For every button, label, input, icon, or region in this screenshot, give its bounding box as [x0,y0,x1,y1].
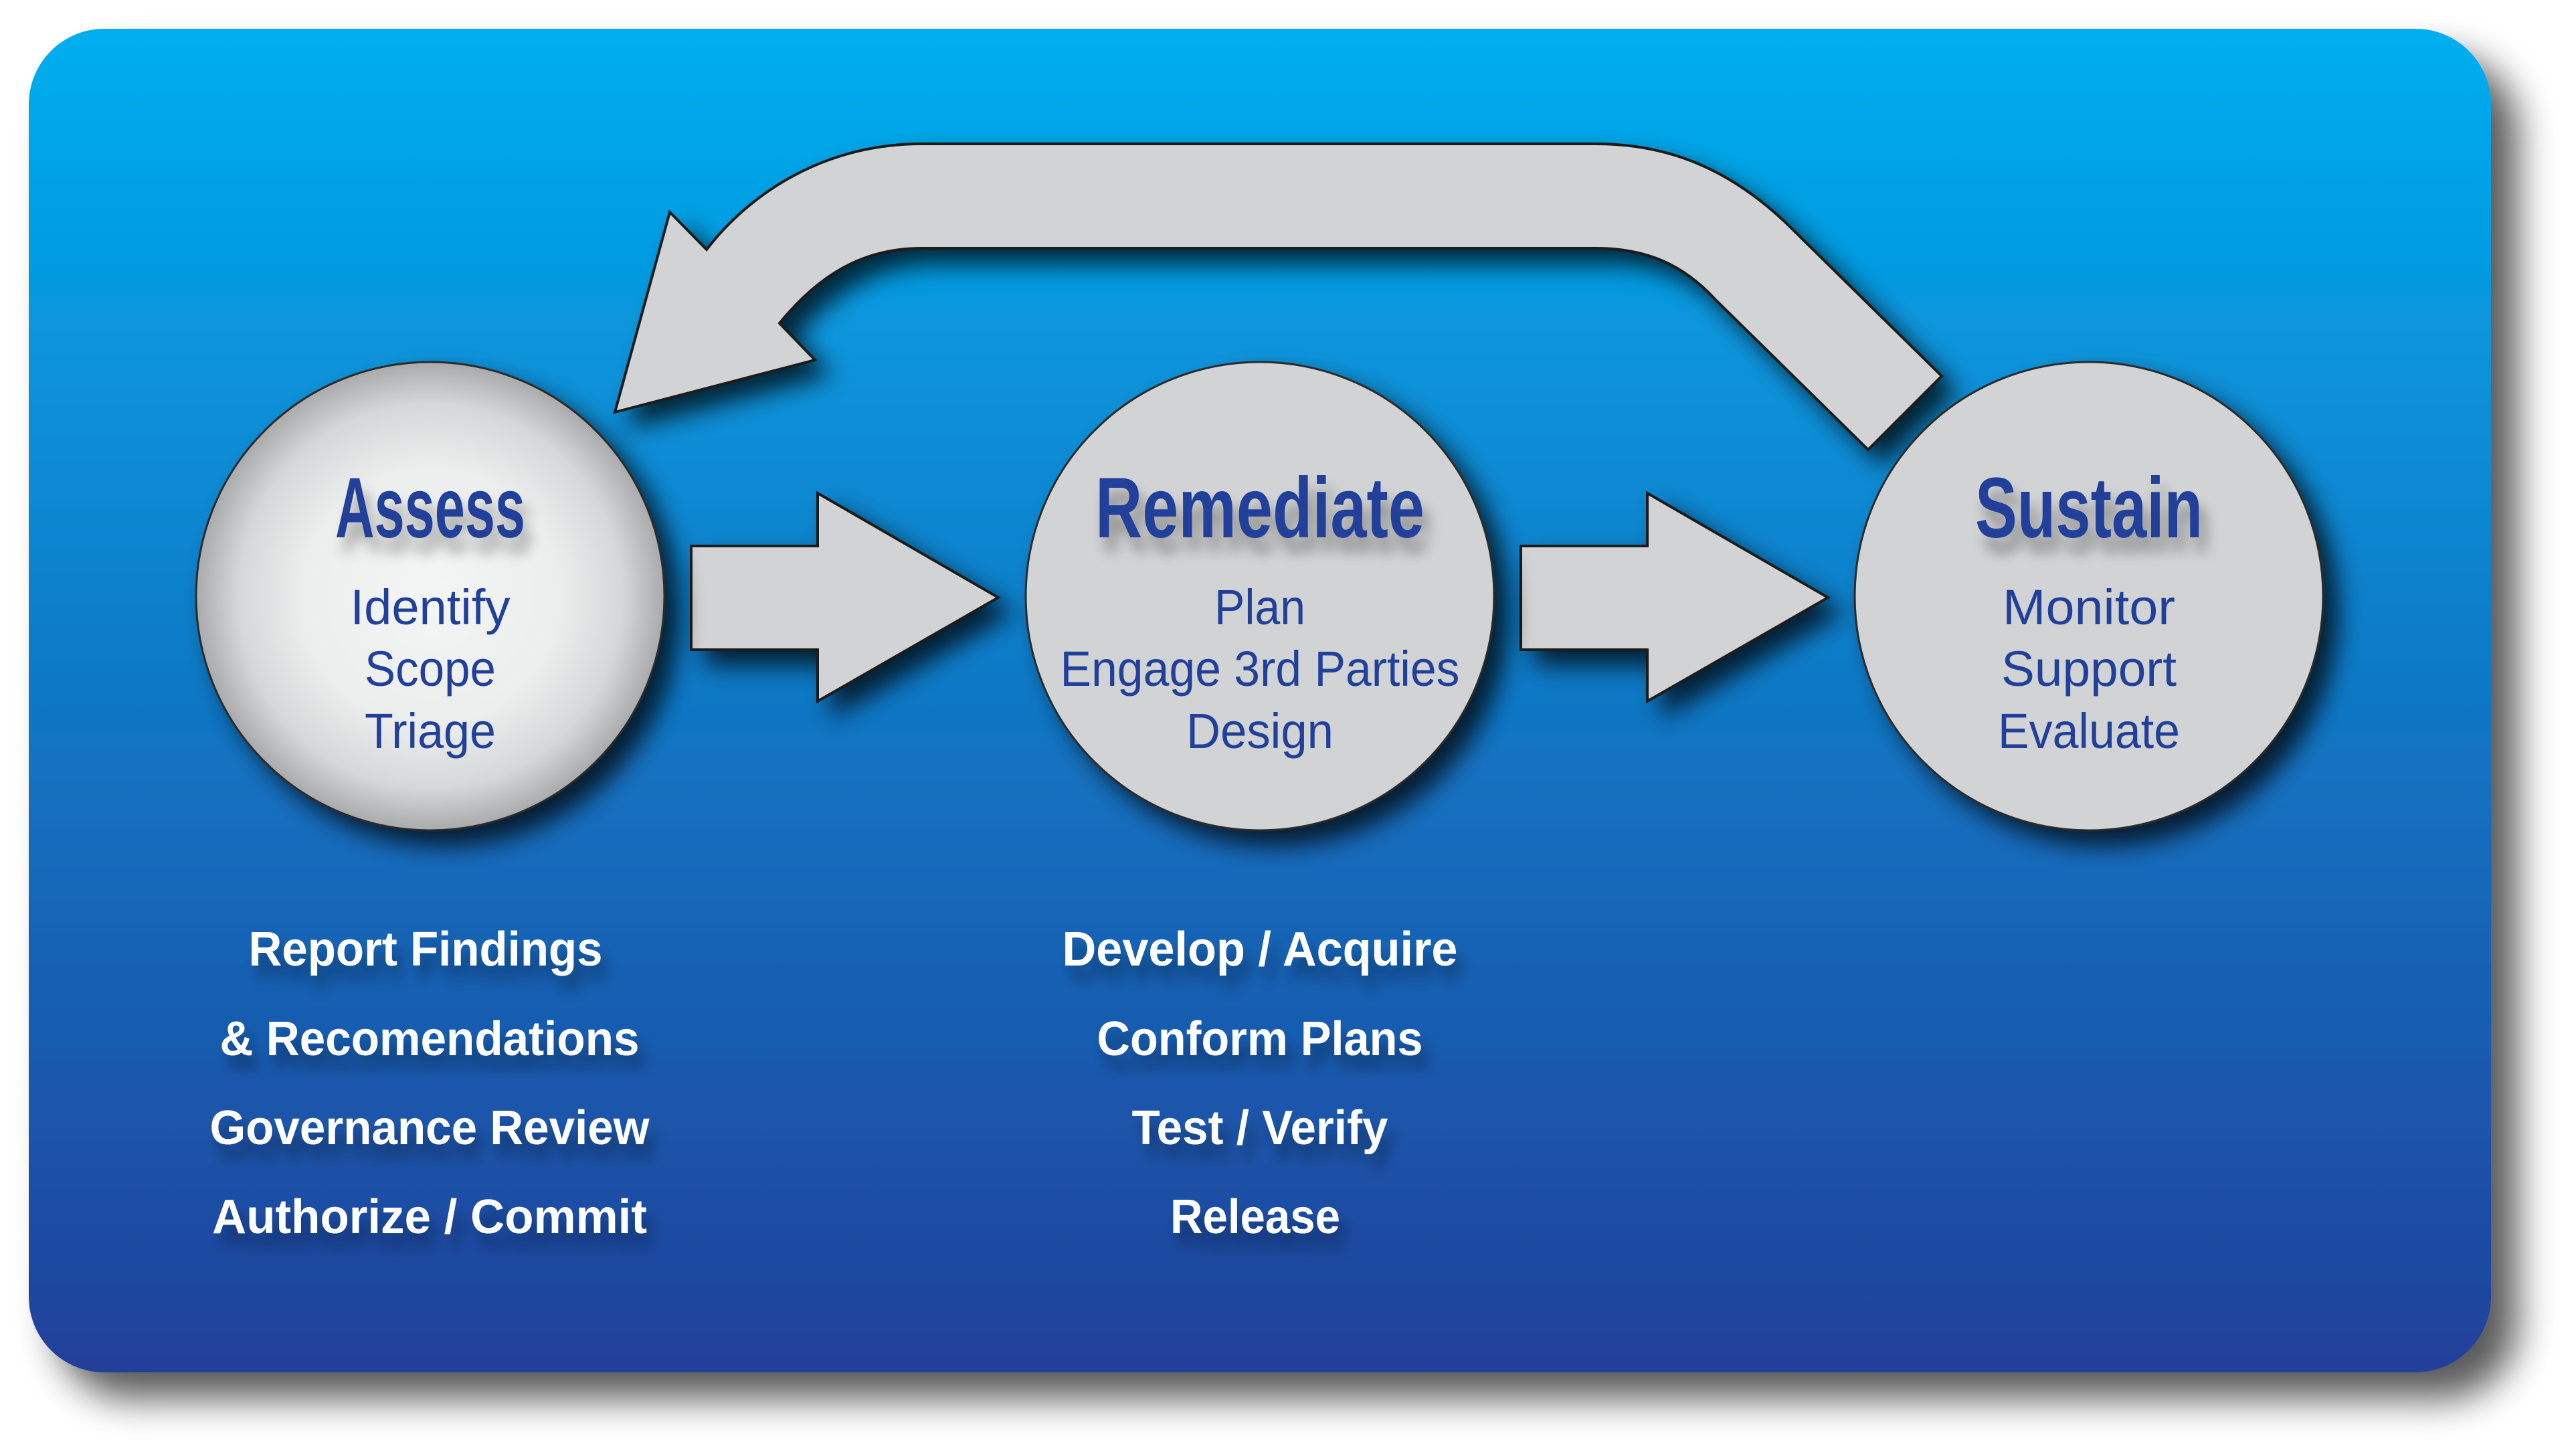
task-item: Test / Verify [1132,1101,1388,1155]
forward-arrow-assess-to-remediate [690,490,1002,704]
phase-circle-sustain [1853,361,2324,832]
task-item: Release [1170,1190,1340,1244]
phase-step: Monitor [2003,579,2175,635]
phase-step: Identify [351,579,511,635]
phase-step: Triage [365,703,496,759]
phase-step: Design [1186,703,1334,759]
phase-sustain: Sustain Monitor Support Evaluate [1853,361,2324,832]
phase-title-sustain: Sustain [1975,460,2203,556]
remediate-task-list: Develop / Acquire Conform Plans Test / V… [1063,923,1458,1244]
phase-step: Engage 3rd Parties [1061,641,1460,697]
task-item: Governance Review [210,1101,650,1155]
phase-circle-remediate [1024,361,1495,832]
phase-title-assess: Assess [335,460,525,556]
task-item: Develop / Acquire [1063,923,1458,976]
task-item: Authorize / Commit [212,1190,647,1244]
phase-step: Scope [365,641,496,697]
assess-task-list: Report Findings & Recomendations Governa… [210,923,650,1244]
task-item: Report Findings [249,923,603,976]
forward-arrow-remediate-to-sustain [1520,490,1831,704]
phase-step: Support [2001,641,2177,697]
phase-assess: Assess Identify Scope Triage [195,361,666,832]
feedback-arrow [613,143,1944,452]
phase-step: Plan [1214,579,1305,635]
phase-step: Evaluate [1998,703,2180,759]
phase-remediate: Remediate Plan Engage 3rd Parties Design [1024,361,1495,832]
phase-circle-assess [195,361,666,832]
phase-title-remediate: Remediate [1095,460,1424,556]
task-item: & Recomendations [220,1012,640,1066]
task-item: Conform Plans [1097,1012,1423,1066]
